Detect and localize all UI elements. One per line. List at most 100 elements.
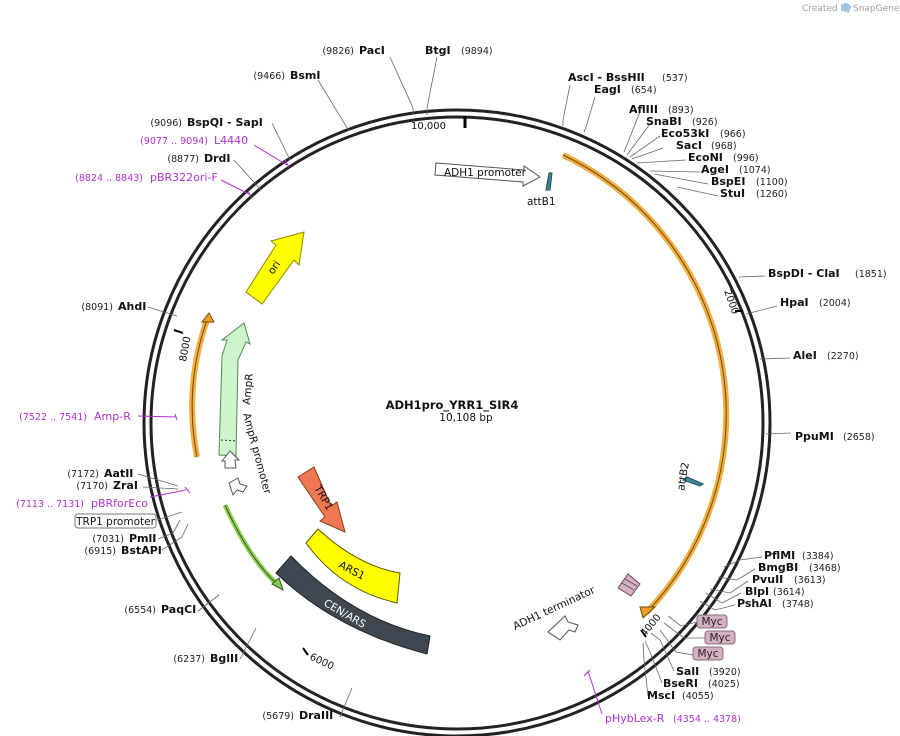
site-blpi-name[interactable]: BlpI [745, 585, 769, 598]
site-draiii-name[interactable]: DraIII [299, 709, 333, 722]
site-blpi-pos: (3614) [773, 587, 805, 598]
leader-l4440 [253, 144, 288, 166]
insert-arrowhead [639, 606, 657, 619]
leader-asci [562, 84, 571, 126]
site-pflmi-name[interactable]: PflMI [764, 549, 795, 562]
adh1-terminator-feature[interactable]: ADH1 terminator [511, 584, 598, 641]
primer-pbr322ori-name[interactable]: pBR322ori-F [150, 171, 218, 184]
leader-paqci [197, 594, 220, 612]
leader-pflmi [723, 556, 763, 568]
site-drdi-pos: (8877) [167, 154, 199, 165]
adh1-promoter-label: ADH1 promoter [444, 167, 527, 179]
primer-l4440-pos: (9077 .. 9094) [140, 136, 208, 147]
site-eagi-pos: (654) [631, 85, 657, 96]
site-pvuii-name[interactable]: PvuII [752, 573, 783, 586]
myc-box-2 [704, 630, 736, 645]
primer-pbrforeco-name[interactable]: pBRforEco [91, 497, 148, 510]
primer-phyblex-name[interactable]: pHybLex-R [605, 712, 665, 725]
site-aatii-name[interactable]: AatII [104, 467, 133, 480]
site-hpai-pos: (2004) [819, 298, 851, 309]
ampr-feature[interactable]: AmpR [218, 322, 256, 457]
site-bglii-name[interactable]: BglII [210, 652, 238, 665]
site-eagi-name[interactable]: EagI [594, 83, 621, 96]
site-bstapi-name[interactable]: BstAPI [121, 544, 162, 557]
myc-box-3 [692, 646, 724, 661]
insert-feature[interactable] [561, 152, 730, 619]
attb1-marker [545, 172, 553, 191]
myc-label-2: Myc [709, 632, 730, 644]
myc-label-1: Myc [701, 616, 722, 628]
site-saci-name[interactable]: SacI [676, 139, 702, 152]
leader-bseri [644, 640, 663, 684]
site-pmli-name[interactable]: PmlI [129, 532, 156, 545]
tick-8000 [173, 329, 184, 334]
backbone [142, 108, 772, 736]
site-hpai-name[interactable]: HpaI [780, 296, 809, 309]
attb1-feature[interactable]: attB1 [527, 172, 556, 208]
plasmid-title-block: ADH1pro_YRR1_SIR4 10,108 bp [386, 398, 519, 424]
site-sali-name[interactable]: SalI [676, 665, 699, 678]
site-snabi-name[interactable]: SnaBI [646, 115, 682, 128]
site-ahdi-name[interactable]: AhdI [118, 300, 146, 313]
site-bmgbi-pos: (3468) [809, 563, 841, 574]
leader-hpai [745, 305, 778, 315]
attb2-feature[interactable]: attB2 [675, 461, 705, 492]
site-eco53ki-name[interactable]: Eco53kI [661, 127, 709, 140]
trp1-promoter-arrow-group[interactable] [228, 477, 248, 497]
site-zrai-name[interactable]: ZraI [113, 479, 138, 492]
leader-snabi [626, 123, 651, 156]
primer-phyblex-pos: (4354 .. 4378) [673, 714, 741, 725]
site-btgi-name[interactable]: BtgI [425, 44, 451, 57]
site-eco53ki-pos: (966) [720, 129, 746, 140]
site-bseri-name[interactable]: BseRI [663, 677, 698, 690]
primer-l4440-name[interactable]: L4440 [214, 134, 248, 147]
trp1-promoter-arrow [228, 477, 248, 497]
site-pvuii-pos: (3613) [794, 575, 826, 586]
ori-feature[interactable]: ori [245, 231, 305, 305]
leader-pshai [699, 600, 736, 611]
site-agei-pos: (1074) [739, 165, 771, 176]
myc-callout-3[interactable]: Myc [692, 646, 724, 661]
site-paqci-name[interactable]: PaqCI [161, 603, 196, 616]
trp1-promoter-callout[interactable]: TRP1 promoter [74, 513, 157, 529]
ampr-cds-arc[interactable] [189, 312, 215, 458]
myc-callout-2[interactable]: Myc [704, 630, 736, 645]
site-bspei-name[interactable]: BspEI [711, 175, 745, 188]
site-ppumi-name[interactable]: PpuMI [795, 430, 834, 443]
leader-paci [389, 56, 414, 115]
plasmid-name: ADH1pro_YRR1_SIR4 [386, 398, 519, 413]
site-labels: (9826) PacI BtgI (9894) (9466) BsmI AscI… [67, 44, 886, 722]
trp1-feature[interactable]: TRP1 [297, 466, 346, 533]
site-bsmi-name[interactable]: BsmI [290, 69, 321, 82]
site-pshai-name[interactable]: PshAI [737, 597, 772, 610]
site-stui-name[interactable]: StuI [720, 187, 745, 200]
leader-bsmi [317, 79, 350, 132]
site-msci-name[interactable]: MscI [647, 689, 675, 702]
site-alei-name[interactable]: AleI [793, 349, 817, 362]
site-econi-name[interactable]: EcoNI [688, 151, 723, 164]
site-paci-name[interactable]: PacI [359, 44, 385, 57]
site-bspdi-name[interactable]: BspDI - ClaI [768, 267, 840, 280]
site-drdi-name[interactable]: DrdI [204, 152, 231, 165]
site-agei-name[interactable]: AgeI [701, 163, 729, 176]
ars1-feature[interactable]: ARS1 [305, 528, 401, 604]
mark-pbrforeco [184, 486, 191, 494]
site-afliii-name[interactable]: AflIII [629, 103, 658, 116]
leader-bspei [653, 173, 709, 185]
myc-markers [617, 573, 641, 597]
site-bmgbi-name[interactable]: BmgBI [758, 561, 798, 574]
backbone-inner-ring [149, 115, 765, 731]
feature-leaders [156, 511, 705, 656]
adh1-promoter-feature[interactable]: ADH1 promoter [434, 162, 541, 187]
trp1-gene-arc[interactable] [222, 503, 284, 592]
primer-ampr-name[interactable]: Amp-R [94, 410, 131, 423]
site-asci-name[interactable]: AscI - BssHII [568, 71, 645, 84]
site-bspqi-name[interactable]: BspQI - SapI [187, 116, 263, 129]
trp1-arrow [297, 466, 346, 533]
plasmid-length: 10,108 bp [439, 412, 493, 424]
leader-pbr322ori [220, 179, 250, 195]
leader-eagi [583, 96, 596, 133]
myc-callout-1[interactable]: Myc [696, 614, 728, 629]
leader-bmgbi [717, 568, 756, 581]
myc-marker-cluster [617, 573, 641, 597]
